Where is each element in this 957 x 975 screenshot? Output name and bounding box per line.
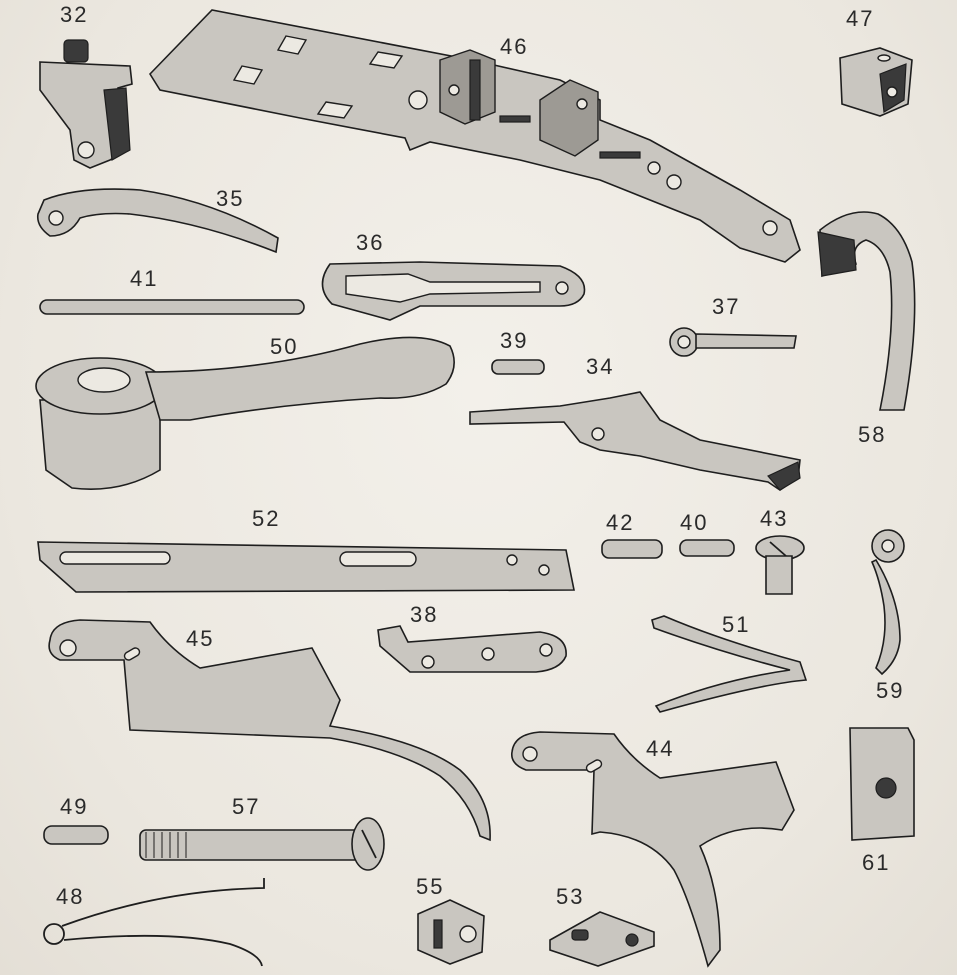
part-40-pin [679, 539, 735, 557]
label-44: 44 [646, 736, 675, 761]
label-42: 42 [606, 510, 635, 535]
part-61-block [849, 727, 915, 841]
part-46-main-plate [148, 9, 801, 263]
part-42-pin [601, 539, 663, 559]
part-39-pin [491, 359, 545, 375]
part-36-link [321, 261, 586, 321]
label-50: 50 [270, 334, 299, 359]
label-58: 58 [858, 422, 887, 447]
label-45: 45 [186, 626, 215, 651]
part-58-hook-spring [817, 211, 916, 411]
label-35: 35 [216, 186, 245, 211]
label-59: 59 [876, 678, 905, 703]
label-37: 37 [712, 294, 741, 319]
label-55: 55 [416, 874, 445, 899]
label-53: 53 [556, 884, 585, 909]
label-48: 48 [56, 884, 85, 909]
label-38: 38 [410, 602, 439, 627]
label-34: 34 [586, 354, 615, 379]
part-45-trigger-guard [48, 619, 491, 842]
part-34-sear [469, 391, 801, 491]
part-41-rod [39, 299, 305, 315]
part-51-v-spring [651, 615, 808, 713]
part-38-plate [377, 625, 567, 673]
part-53-plate [549, 911, 655, 967]
label-61: 61 [862, 850, 891, 875]
part-47-block [839, 47, 913, 117]
part-59-spring [870, 529, 905, 676]
part-48-wire-spring [43, 878, 265, 967]
label-57: 57 [232, 794, 261, 819]
part-49-pin [43, 825, 109, 845]
part-44-trigger-guard [510, 731, 795, 968]
label-52: 52 [252, 506, 281, 531]
label-32: 32 [60, 2, 89, 27]
label-36: 36 [356, 230, 385, 255]
part-55-block [417, 899, 485, 965]
part-43-screw [755, 535, 805, 595]
part-50-lever [35, 336, 455, 490]
label-47: 47 [846, 6, 875, 31]
part-37-lever [669, 327, 797, 357]
label-43: 43 [760, 506, 789, 531]
label-51: 51 [722, 612, 751, 637]
part-52-bar [37, 541, 575, 593]
part-57-bolt [139, 817, 385, 871]
part-35-arm [36, 188, 279, 254]
label-46: 46 [500, 34, 529, 59]
label-40: 40 [680, 510, 709, 535]
label-49: 49 [60, 794, 89, 819]
part-32-hammer [39, 39, 133, 169]
label-39: 39 [500, 328, 529, 353]
label-41: 41 [130, 266, 159, 291]
